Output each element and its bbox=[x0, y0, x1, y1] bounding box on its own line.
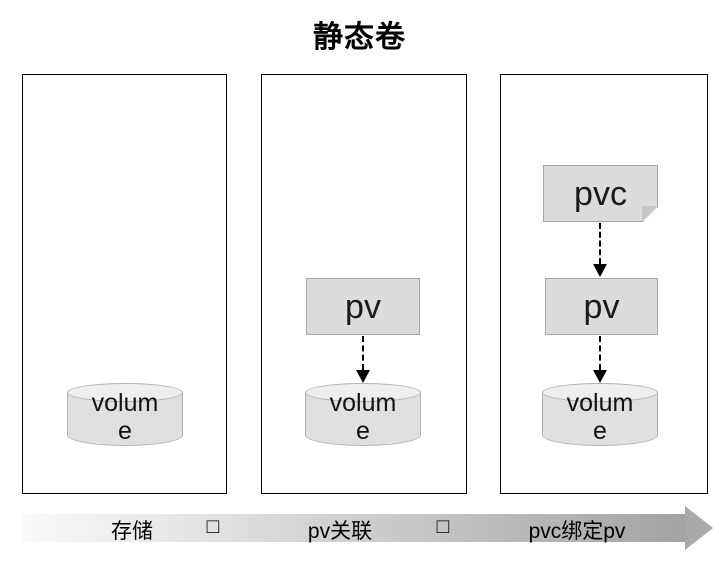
timeline-arrow: 存储 □ pv关联 □ pvc绑定pv bbox=[22, 506, 713, 550]
dashed-line bbox=[362, 336, 364, 370]
volume-label: volume bbox=[566, 389, 634, 445]
arrowhead-down-icon bbox=[593, 370, 607, 383]
timeline-label-pv-association: pv关联 bbox=[307, 520, 373, 543]
dashed-line bbox=[599, 223, 601, 264]
pvc-label: pvc bbox=[574, 174, 627, 213]
pv-label: pv bbox=[345, 287, 381, 326]
pvc-node-stage3: pvc bbox=[543, 165, 658, 222]
volume-label: volume bbox=[91, 389, 159, 445]
pv-label: pv bbox=[583, 287, 620, 326]
diagram-title: 静态卷 bbox=[313, 21, 406, 54]
volume-cylinder-storage: volume bbox=[67, 383, 183, 446]
timeline-arrow-band bbox=[22, 514, 686, 542]
cylinder-top-ellipse bbox=[67, 383, 183, 402]
volume-cylinder-pvc-binding: volume bbox=[542, 383, 658, 446]
timeline-separator-1: □ bbox=[206, 515, 220, 538]
pv-node-stage3: pv bbox=[545, 278, 658, 335]
dashed-arrow-pv-to-volume-stage2 bbox=[356, 336, 370, 383]
cylinder-top-ellipse bbox=[305, 383, 421, 402]
timeline-label-storage: 存储 bbox=[111, 520, 153, 543]
dashed-line bbox=[599, 336, 601, 370]
timeline-separator-2: □ bbox=[436, 515, 450, 538]
timeline-label-pvc-binding: pvc绑定pv bbox=[528, 520, 626, 543]
dashed-arrow-pvc-to-pv-stage3 bbox=[593, 223, 607, 277]
arrowhead-down-icon bbox=[356, 370, 370, 383]
pv-node-stage2: pv bbox=[306, 278, 420, 335]
timeline-arrowhead-right-icon bbox=[685, 506, 713, 550]
arrowhead-down-icon bbox=[593, 264, 607, 277]
volume-label: volume bbox=[329, 389, 397, 445]
volume-cylinder-pv-association: volume bbox=[305, 383, 421, 446]
cylinder-top-ellipse bbox=[542, 383, 658, 402]
dashed-arrow-pv-to-volume-stage3 bbox=[593, 336, 607, 383]
